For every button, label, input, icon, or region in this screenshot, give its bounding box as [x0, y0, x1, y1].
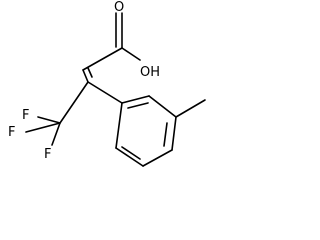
oxygen-label: O	[114, 0, 124, 15]
ring-double-bond	[163, 122, 168, 147]
ring-double-bond	[121, 146, 141, 160]
ring-bond	[121, 95, 150, 104]
alkene-single-bond	[82, 47, 123, 71]
fluorine-label-left: F	[8, 125, 15, 140]
hydroxyl-label: OH	[140, 65, 160, 80]
benzene-ring	[115, 95, 177, 167]
c-oh-bond	[121, 47, 141, 61]
alkene-double-bond-inner	[87, 67, 93, 78]
ring-bond	[115, 102, 123, 149]
c-f-bond-left	[25, 122, 61, 133]
fluorine-label-top: F	[22, 108, 29, 123]
ring-bond	[148, 95, 177, 118]
aryl-bond	[87, 81, 123, 104]
methyl-bond	[175, 99, 206, 118]
cf3-bond	[59, 81, 89, 124]
ring-bond	[171, 116, 177, 151]
fluorine-label-bottom: F	[44, 147, 51, 162]
ring-double-bond	[127, 102, 149, 109]
alkene-double-bond	[82, 69, 89, 83]
c-f-bond-bottom	[51, 122, 61, 146]
ring-bond	[115, 147, 144, 167]
ring-bond	[142, 149, 173, 167]
chemical-structure: O OH F F F	[8, 0, 206, 167]
c-f-bond-top	[37, 116, 61, 124]
